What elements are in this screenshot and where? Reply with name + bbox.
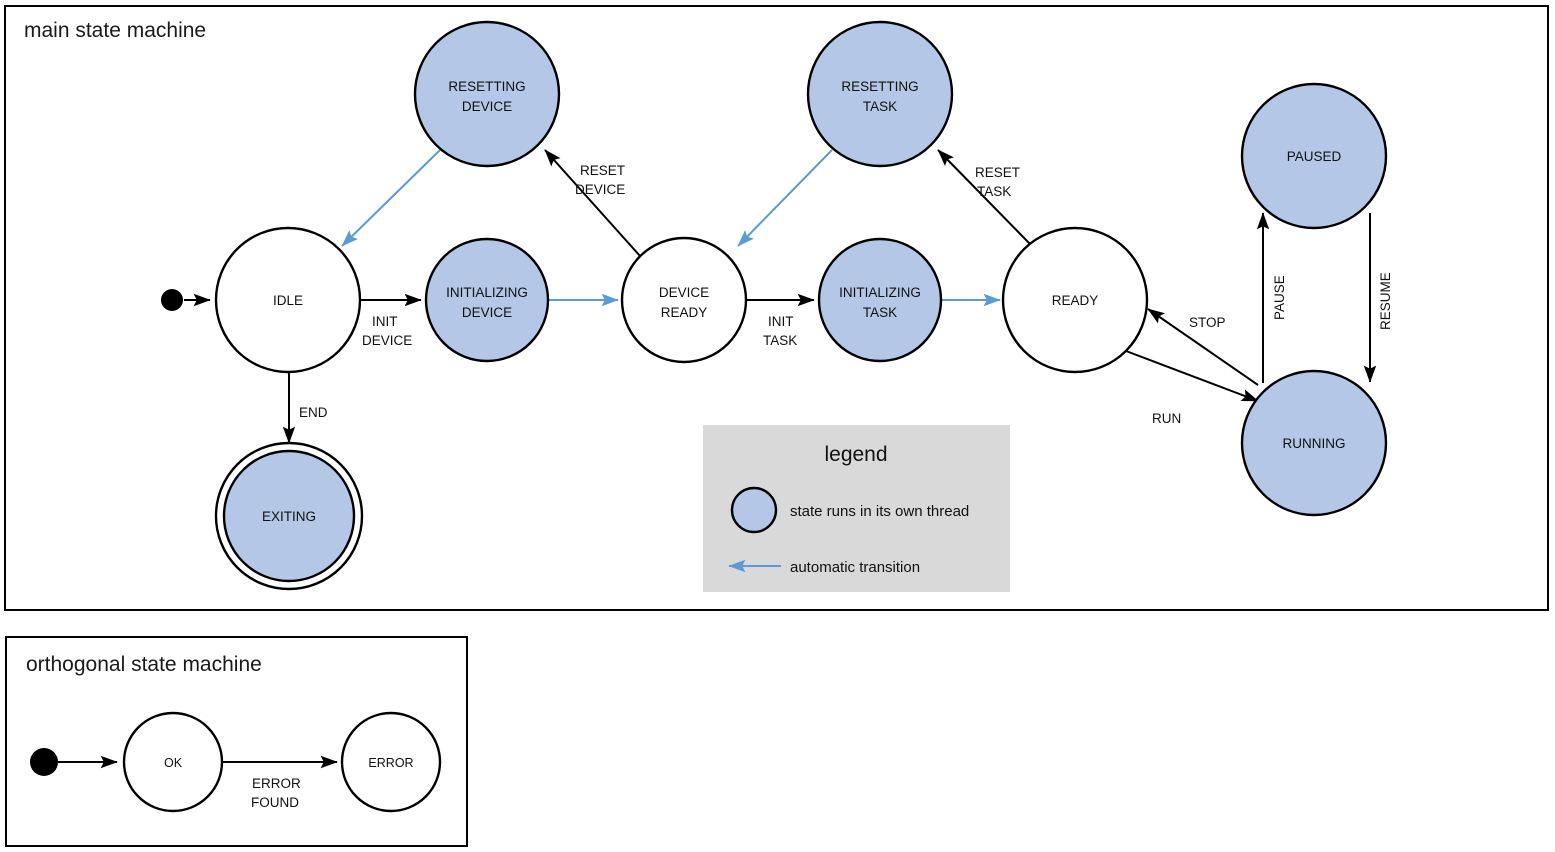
legend-thread-state-text: state runs in its own thread <box>790 503 969 520</box>
state-paused[interactable]: PAUSED <box>1240 82 1388 230</box>
state-ok[interactable]: OK <box>122 711 224 813</box>
transition-resetting-device-to-idle <box>341 149 441 247</box>
state-initializing-device[interactable]: INITIALIZING DEVICE <box>424 237 550 363</box>
state-resetting-task[interactable]: RESETTING TASK <box>806 20 954 168</box>
state-label-initializing-device-line1: INITIALIZING <box>446 285 528 300</box>
orthogonal-initial-state-dot <box>30 748 58 776</box>
state-label-resetting-task-line2: TASK <box>863 99 897 114</box>
transition-label-error-found-line2: FOUND <box>251 795 299 810</box>
legend-auto-transition-text: automatic transition <box>790 559 920 576</box>
state-label-resetting-device-line1: RESETTING <box>448 79 525 94</box>
transition-label-stop: STOP <box>1189 315 1226 330</box>
transition-label-init-task-line1: INIT <box>768 314 794 329</box>
state-label-ok: OK <box>164 756 183 770</box>
state-label-initializing-device-line2: DEVICE <box>462 305 512 320</box>
main-frame-title: main state machine <box>24 19 206 42</box>
transition-label-end: END <box>299 405 328 420</box>
transition-idle-to-exiting: END <box>282 372 328 444</box>
transition-paused-to-running: RESUME <box>1363 213 1393 383</box>
transition-ready-to-resetting-task: RESET TASK <box>937 149 1031 245</box>
orthogonal-state-machine-frame: orthogonal state machine ERROR FOUND OK … <box>5 636 468 847</box>
main-transitions: INIT DEVICE RESET DEVICE INIT TASK <box>184 149 1393 444</box>
state-initializing-task[interactable]: INITIALIZING TASK <box>817 237 943 363</box>
state-label-running: RUNNING <box>1283 436 1346 451</box>
transition-label-run: RUN <box>1152 411 1181 426</box>
legend-item-thread-state: state runs in its own thread <box>730 486 969 534</box>
legend: legend state runs in its own thread auto… <box>703 425 1010 592</box>
state-device-ready[interactable]: DEVICE READY <box>620 236 748 364</box>
state-error[interactable]: ERROR <box>340 711 442 813</box>
state-label-resetting-task-line1: RESETTING <box>841 79 918 94</box>
transition-device-ready-to-resetting-device: RESET DEVICE <box>544 149 641 257</box>
transition-label-error-found-line1: ERROR <box>252 776 301 791</box>
legend-item-auto-transition: automatic transition <box>728 559 920 576</box>
transition-running-to-ready: STOP <box>1147 308 1259 386</box>
transition-label-pause: PAUSE <box>1272 275 1287 320</box>
state-label-paused: PAUSED <box>1287 149 1342 164</box>
initial-state-dot <box>161 289 183 311</box>
transition-label-init-device-line2: DEVICE <box>362 333 412 348</box>
main-states: IDLE RESETTING DEVICE INITIALIZING DEVIC… <box>161 20 1388 591</box>
state-ready[interactable]: READY <box>1001 226 1149 374</box>
state-label-initializing-task-line1: INITIALIZING <box>839 285 921 300</box>
transition-running-to-paused: PAUSE <box>1256 212 1287 383</box>
state-label-device-ready-line1: DEVICE <box>659 285 709 300</box>
state-idle[interactable]: IDLE <box>214 226 362 374</box>
state-label-initializing-task-line2: TASK <box>863 305 897 320</box>
transition-label-init-task-line2: TASK <box>763 333 797 348</box>
state-label-error: ERROR <box>368 756 413 770</box>
transition-label-reset-task-line1: RESET <box>975 165 1020 180</box>
state-label-resetting-device-line2: DEVICE <box>462 99 512 114</box>
transition-label-resume: RESUME <box>1378 272 1393 330</box>
state-resetting-device[interactable]: RESETTING DEVICE <box>413 20 561 168</box>
legend-thread-state-swatch <box>730 486 778 534</box>
transition-idle-to-initializing-device: INIT DEVICE <box>360 293 422 348</box>
state-exiting[interactable]: EXITING <box>214 441 364 591</box>
legend-title: legend <box>824 443 887 466</box>
transition-ok-to-error: ERROR FOUND <box>222 755 338 810</box>
orthogonal-frame-title: orthogonal state machine <box>26 653 262 676</box>
state-label-device-ready-line2: READY <box>661 305 708 320</box>
state-label-exiting: EXITING <box>262 509 316 524</box>
transition-label-init-device-line1: INIT <box>372 314 398 329</box>
state-label-ready: READY <box>1052 293 1099 308</box>
transition-label-reset-device-line1: RESET <box>580 163 625 178</box>
transition-device-ready-to-initializing-task: INIT TASK <box>747 293 815 348</box>
state-running[interactable]: RUNNING <box>1240 369 1388 517</box>
transition-ready-to-running: RUN <box>1125 350 1259 426</box>
transition-resetting-task-to-device-ready <box>737 149 833 247</box>
transition-label-reset-device-line2: DEVICE <box>575 182 625 197</box>
transition-ortho-start-to-ok <box>30 748 118 776</box>
transition-label-reset-task-line2: TASK <box>977 184 1011 199</box>
state-label-idle: IDLE <box>273 293 303 308</box>
